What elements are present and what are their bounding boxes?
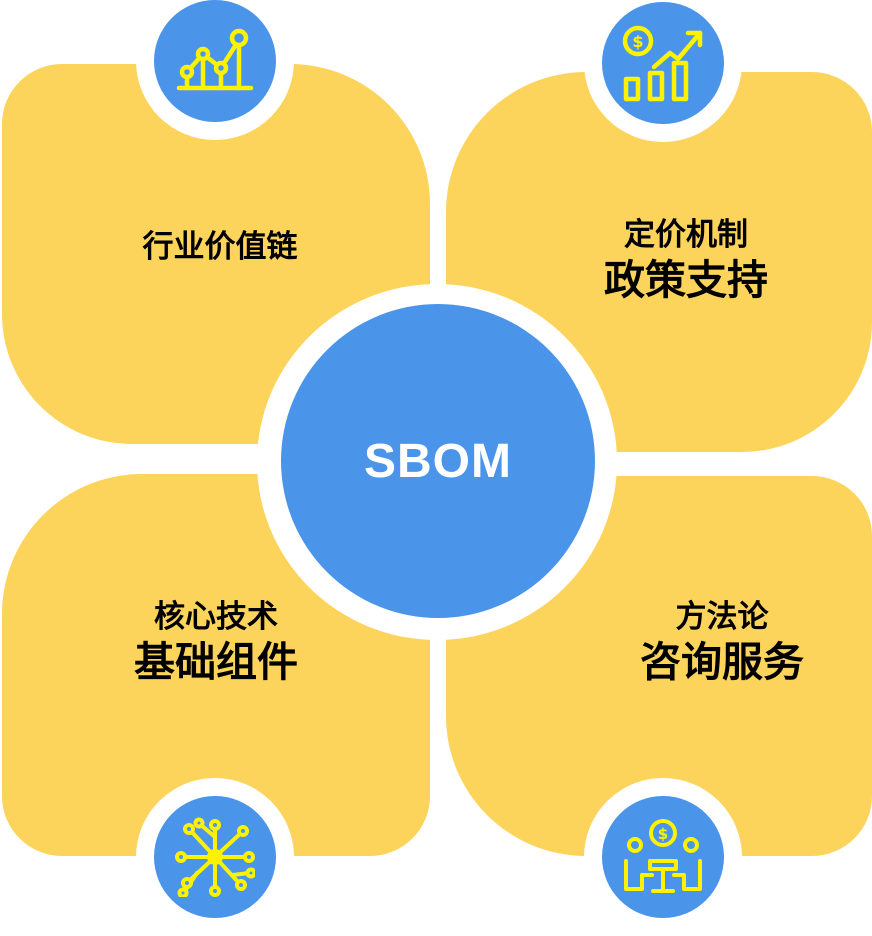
label-bottom-right: 方法论 咨询服务 <box>592 598 852 688</box>
consulting-icon: $ <box>602 796 724 918</box>
label-bottom-left: 核心技术 基础组件 <box>86 598 346 688</box>
label-bottom-right-line1: 方法论 <box>675 599 769 635</box>
center-circle: SBOM <box>281 304 595 618</box>
label-top-right-line2: 政策支持 <box>604 255 768 304</box>
finance-growth-icon: $ <box>602 2 724 124</box>
label-top-right-line1: 定价机制 <box>624 217 748 253</box>
center-label: SBOM <box>364 434 512 488</box>
label-bottom-left-line2: 基础组件 <box>134 637 298 686</box>
label-top-left: 行业价值链 <box>90 228 350 267</box>
svg-text:$: $ <box>658 825 668 843</box>
label-bottom-right-line2: 咨询服务 <box>640 637 804 686</box>
label-bottom-left-line1: 核心技术 <box>154 599 278 635</box>
label-top-left-line1: 行业价值链 <box>142 229 298 265</box>
svg-text:$: $ <box>632 32 643 51</box>
network-nodes-icon <box>154 796 276 918</box>
label-top-right: 定价机制 政策支持 <box>556 216 816 306</box>
line-chart-icon <box>154 0 276 122</box>
